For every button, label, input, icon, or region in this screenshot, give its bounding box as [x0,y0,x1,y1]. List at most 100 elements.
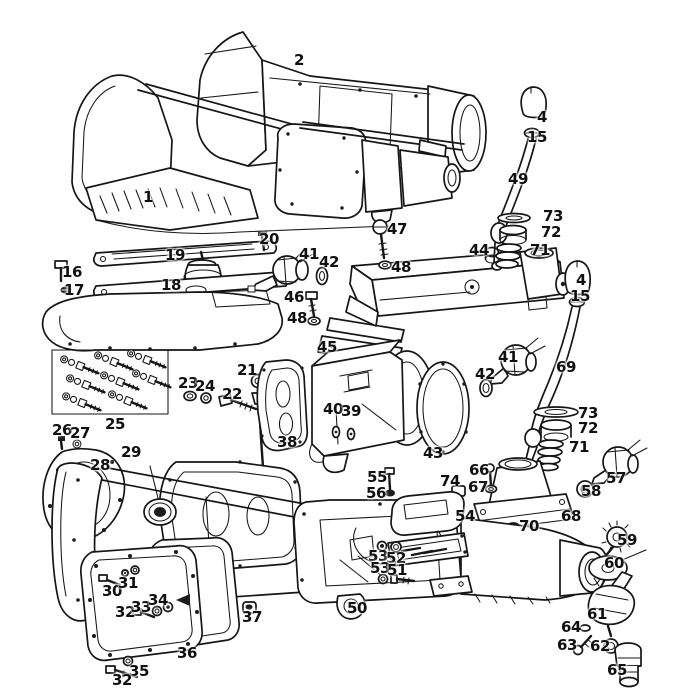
gasket-43-art [416,361,470,455]
callout-17: 17 [63,281,85,299]
callout-22: 22 [221,385,243,403]
callout-47: 47 [386,220,408,238]
callout-30: 30 [101,582,123,600]
callout-68: 68 [560,507,582,525]
washer-53-bolt-51-art [377,573,416,585]
callout-2: 2 [293,51,305,69]
callout-74: 74 [439,472,461,490]
callout-42: 42 [318,253,340,271]
collar-28-art [143,498,177,526]
bolt-46-washer-48-art [305,291,321,326]
callout-66: 66 [468,461,490,479]
callout-59: 59 [616,531,638,549]
callout-58: 58 [580,482,602,500]
callout-25: 25 [104,415,126,433]
front-cover-plate-art [80,544,203,662]
callout-46: 46 [283,288,305,306]
callout-55: 55 [366,468,388,486]
callout-73: 73 [542,207,564,225]
bolt-30-nuts-31-art [98,565,140,587]
lever-seat-71-72-73-bottom-art [533,406,579,472]
callout-41: 41 [298,245,320,263]
callout-53: 53 [367,547,389,565]
callout-34: 34 [147,591,169,609]
callout-61: 61 [586,605,608,623]
callout-41: 41 [497,348,519,366]
bolt-55-washer-56-art [384,467,395,497]
bolt-16-washer-17-art [54,260,72,294]
washer-53-nut-52-art [376,540,402,553]
callout-52: 52 [385,549,407,567]
callout-54: 54 [454,507,476,525]
callout-4: 4 [536,108,548,126]
callout-45: 45 [316,338,338,356]
gear-tower-art [309,339,435,474]
callout-65: 65 [606,661,628,679]
lever-seat-71-72-73-top-art [495,212,531,269]
gear-lever-69-art [521,260,591,471]
rear-tower-68-art [473,457,574,534]
callout-31: 31 [117,574,139,592]
callout-20: 20 [258,230,280,248]
callout-73: 73 [577,404,599,422]
callout-53: 53 [369,559,391,577]
callout-67: 67 [467,478,489,496]
callout-39: 39 [340,402,362,420]
callout-44: 44 [468,241,490,259]
callout-43: 43 [422,444,444,462]
callout-1: 1 [142,188,154,206]
bolt-66-washer-67-art [484,463,498,494]
callout-4: 4 [575,271,587,289]
bolt-47-washer-48-art [372,219,392,270]
callout-62: 62 [589,637,611,655]
callout-21: 21 [236,361,258,379]
callout-48: 48 [286,309,308,327]
callout-36: 36 [176,644,198,662]
callout-72: 72 [540,223,562,241]
callout-26: 26 [51,421,73,439]
callout-18: 18 [160,276,182,294]
callout-38: 38 [276,433,298,451]
callout-37: 37 [241,608,263,626]
bolt-35-washer-32-art [105,655,139,680]
plug-37-art [242,601,257,614]
callout-16: 16 [61,263,83,281]
bolt-32-washer-33-nut-34-art [132,601,174,619]
callout-32: 32 [111,671,133,689]
callout-60: 60 [603,554,625,572]
callout-33: 33 [130,598,152,616]
gasket-38-art [256,359,309,452]
callout-19: 19 [164,246,186,264]
bolt-22-washers-23-24-art [183,390,258,412]
side-cover-pan-art [41,289,284,352]
top-cover-54-art [387,491,469,567]
callout-51: 51 [386,561,408,579]
callout-56: 56 [365,484,387,502]
switch-41-right-art [479,337,546,398]
callout-72: 72 [577,419,599,437]
callout-24: 24 [194,377,216,395]
callout-70: 70 [518,517,540,535]
callout-42: 42 [474,365,496,383]
callout-71: 71 [568,438,590,456]
speedo-drive-art [572,520,647,688]
switch-57-art [576,439,648,498]
gearbox-assembly-1-art [71,74,465,235]
callout-64: 64 [560,618,582,636]
callout-15: 15 [526,128,548,146]
switch-41-left-art [247,247,329,293]
callout-57: 57 [605,469,627,487]
callout-35: 35 [128,662,150,680]
callout-48: 48 [390,258,412,276]
callout-49: 49 [507,170,529,188]
callout-15: 15 [569,287,591,305]
callout-28: 28 [89,456,111,474]
callout-29: 29 [120,443,142,461]
callout-71: 71 [529,241,551,259]
callout-63: 63 [556,636,578,654]
callout-40: 40 [322,400,344,418]
bolt-kit-25-art [51,347,173,415]
callout-23: 23 [177,374,199,392]
